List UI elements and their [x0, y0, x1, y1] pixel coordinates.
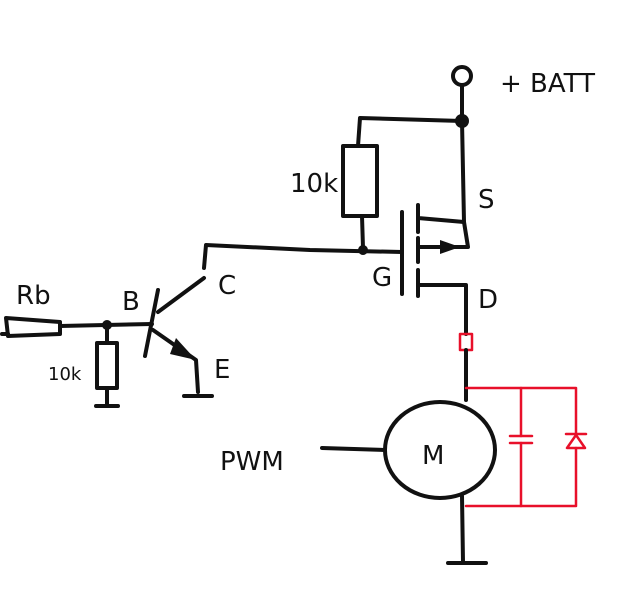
- wire-motor-ground: [460, 494, 465, 564]
- wire-top-pullup: [356, 116, 464, 148]
- red-top-rail: [464, 386, 578, 437]
- pullup-resistor-label: 10k: [290, 169, 338, 199]
- pulldown-resistor: [95, 341, 119, 390]
- drain-label: D: [478, 285, 498, 315]
- base-label: B: [122, 287, 140, 317]
- red-bottom-rail: [464, 446, 578, 508]
- wire-pwm: [320, 446, 387, 452]
- battery-terminal: [451, 65, 473, 87]
- wire-drain: [416, 283, 468, 336]
- bjt-emitter-leg: [151, 328, 200, 394]
- wire-source: [416, 119, 466, 224]
- source-label: S: [478, 185, 495, 215]
- battery-label: + BATT: [500, 69, 595, 99]
- wire-pullup-gate: [360, 214, 365, 250]
- wire-gate: [202, 243, 404, 270]
- mosfet-arrow: [440, 240, 460, 254]
- pwm-label: PWM: [220, 447, 284, 477]
- diode-triangle: [565, 433, 587, 450]
- pulldown-resistor-label: 10k: [48, 364, 82, 385]
- base-resistor: [4, 316, 62, 338]
- collector-label: C: [218, 271, 236, 301]
- bjt-emitter-arrow: [170, 338, 196, 360]
- motor-label: M: [422, 441, 444, 471]
- base-resistor-label: Rb: [16, 281, 51, 311]
- bjt-collector-leg: [156, 276, 206, 314]
- gate-label: G: [372, 263, 392, 293]
- emitter-label: E: [214, 355, 230, 385]
- junction-gate: [358, 245, 368, 255]
- drain-marker: [458, 332, 474, 352]
- mosfet-body-line: [416, 220, 470, 249]
- pullup-resistor: [341, 144, 379, 218]
